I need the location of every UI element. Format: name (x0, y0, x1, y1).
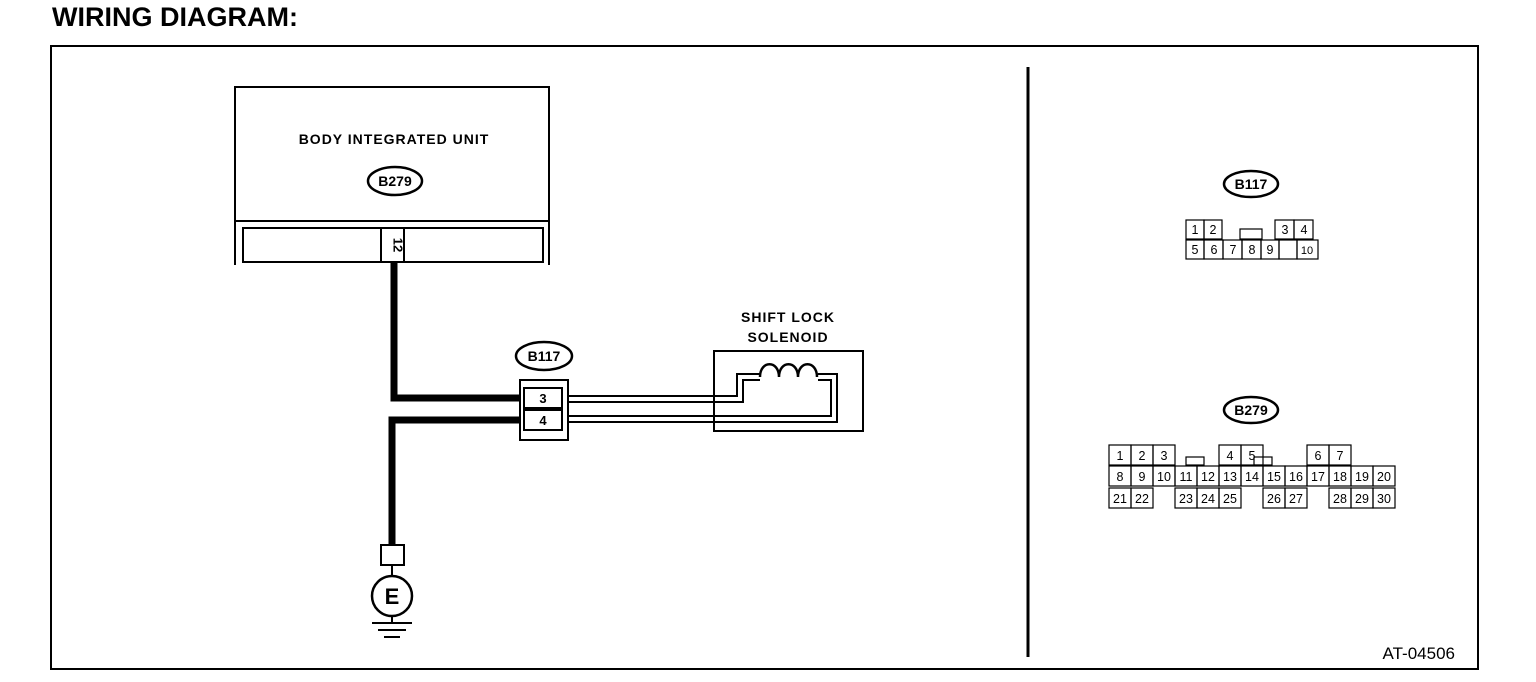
b279-pin-label: 14 (1245, 470, 1259, 484)
b117-pin-9: 9 (1267, 243, 1274, 257)
solenoid-label-line1: SHIFT LOCK (741, 309, 835, 325)
b279-pin-label: 6 (1315, 449, 1322, 463)
b279-pin-label: 4 (1227, 449, 1234, 463)
unit-pin-12: 12 (391, 238, 406, 252)
b279-pin-label: 25 (1223, 492, 1237, 506)
junction-pin-4: 4 (539, 413, 547, 428)
b117-pin-4: 4 (1301, 223, 1308, 237)
b279-pin-label: 12 (1201, 470, 1215, 484)
junction-pin-3: 3 (539, 391, 546, 406)
connector-tag-b279-label: B279 (378, 173, 412, 189)
b279-pin-label: 13 (1223, 470, 1237, 484)
b279-pin-label: 19 (1355, 470, 1369, 484)
b279-pin-label: 22 (1135, 492, 1149, 506)
b279-pin-label: 10 (1157, 470, 1171, 484)
b279-pin-label: 28 (1333, 492, 1347, 506)
b117-pin-3: 3 (1282, 223, 1289, 237)
b117-pin-1: 1 (1192, 223, 1199, 237)
diagram-id: AT-04506 (1383, 644, 1455, 663)
body-integrated-unit: 12 BODY INTEGRATED UNIT B279 (234, 86, 550, 265)
wire-harness (388, 262, 838, 545)
b279-pin-label: 30 (1377, 492, 1391, 506)
page-heading: WIRING DIAGRAM: (52, 2, 298, 32)
connector-view-b117-label: B117 (1235, 176, 1268, 192)
b279-pin-label: 24 (1201, 492, 1215, 506)
b279-pin-cell (1328, 444, 1352, 466)
shift-lock-solenoid: SHIFT LOCK SOLENOID (713, 309, 864, 432)
b279-pin-label: 17 (1311, 470, 1325, 484)
b279-pin-label: 11 (1180, 470, 1193, 484)
b279-pin-cell (1218, 487, 1242, 509)
b279-pin-label: 18 (1333, 470, 1347, 484)
connector-tag-b117-label: B117 (528, 348, 561, 364)
b279-pin-label: 7 (1337, 449, 1344, 463)
connector-view-b117-tag (1222, 169, 1280, 199)
body-integrated-unit-label: BODY INTEGRATED UNIT (299, 131, 490, 147)
b279-pin-label: 16 (1289, 470, 1303, 484)
b117-pin-5: 5 (1192, 243, 1199, 257)
connector-tag-b117 (514, 340, 574, 372)
b279-pin-cell (1130, 487, 1154, 509)
b117-pin-7: 7 (1230, 243, 1237, 257)
b117-pin-2: 2 (1210, 223, 1217, 237)
b279-pin-label: 3 (1161, 449, 1168, 463)
b279-pin-label: 21 (1113, 492, 1127, 506)
b279-pin-label: 23 (1179, 492, 1193, 506)
b117-pin-10: 10 (1301, 245, 1313, 257)
connector-view-b117: B117 1 2 3 4 5 6 7 8 9 10 (1185, 169, 1319, 260)
b279-pin-cell (1152, 444, 1176, 466)
b279-pin-label: 9 (1139, 470, 1146, 484)
b279-pin-label: 5 (1249, 449, 1256, 463)
b279-pin-cell (1372, 465, 1396, 487)
b279-pin-label: 15 (1267, 470, 1281, 484)
b117-pin-6: 6 (1211, 243, 1218, 257)
b279-pin-label: 27 (1289, 492, 1303, 506)
b279-pin-cell (1240, 444, 1264, 466)
b279-pin-label: 8 (1117, 470, 1124, 484)
connector-view-b279-tag (1222, 395, 1280, 425)
ground-symbol: E (370, 544, 414, 638)
b279-pin-label: 26 (1267, 492, 1281, 506)
b117-pin-8: 8 (1249, 243, 1256, 257)
connector-tag-b279 (366, 165, 424, 197)
b279-pin-label: 29 (1355, 492, 1369, 506)
ground-label: E (385, 584, 400, 609)
b279-pin-label: 20 (1377, 470, 1391, 484)
diagram-frame (50, 45, 1479, 670)
solenoid-coil-icon (758, 363, 819, 378)
junction-connector-b117: B117 3 4 (514, 340, 574, 441)
b279-pin-label: 2 (1139, 449, 1146, 463)
solenoid-label-line2: SOLENOID (747, 329, 828, 345)
b279-pin-cell (1372, 487, 1396, 509)
b279-pin-cell (1284, 487, 1308, 509)
b279-pin-label: 1 (1117, 449, 1124, 463)
connector-view-b279-label: B279 (1234, 402, 1268, 418)
